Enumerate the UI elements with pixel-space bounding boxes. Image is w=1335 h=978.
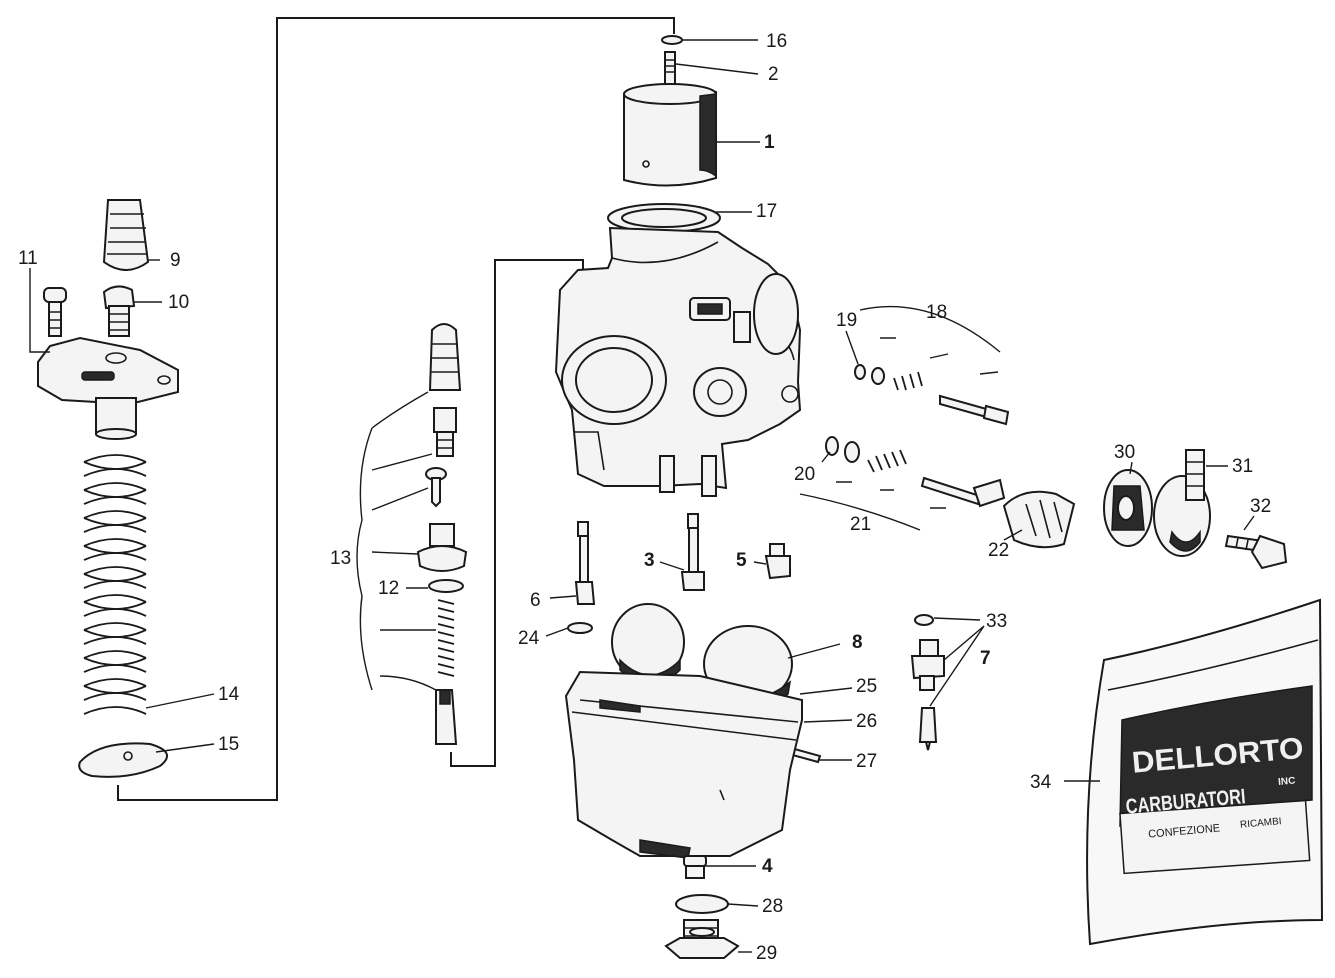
callout-22: 22 [988,540,1009,561]
washer-24 [567,622,593,634]
choke-screw [425,467,447,508]
idle-screw [920,476,1006,508]
cable-adjuster-9 [102,199,150,271]
callout-34: 34 [1030,772,1052,793]
bag-badge-text: INC [1278,776,1296,788]
float-bowl [564,670,803,859]
drain-screw-4 [683,855,707,879]
choke-cable-cap [428,323,462,391]
callout-21: 21 [850,514,871,535]
choke-adjuster [433,407,457,457]
air-screw [939,394,1010,426]
washer-21 [844,441,860,463]
needle-jet-6 [574,521,596,605]
callout-13: 13 [330,548,351,569]
callout-10: 10 [168,292,189,313]
callout-12: 12 [378,578,399,599]
needle-clip-16 [661,35,683,45]
callout-6: 6 [530,590,541,611]
pilot-jet-5 [764,543,791,580]
callout-7: 7 [980,648,991,669]
callout-27: 27 [856,751,877,772]
screw-11 [43,287,67,337]
connector-bracket-center [450,259,584,767]
o-ring-19 [854,364,866,380]
carburetor-body [554,203,802,497]
choke-housing [416,523,468,572]
callout-4: 4 [762,856,773,877]
callout-1: 1 [764,132,775,153]
callout-labels: 16 2 1 17 9 10 11 14 15 13 12 3 5 6 24 8… [18,31,1271,964]
bracket-13 [356,427,373,691]
throttle-slide-1 [623,83,717,187]
callout-17: 17 [756,201,777,222]
callout-33: 33 [986,611,1007,632]
callout-28: 28 [762,896,783,917]
o-ring-12 [428,579,464,593]
main-jet-3 [680,513,705,591]
callout-9: 9 [170,250,181,271]
callout-2: 2 [768,64,779,85]
slide-spring-14 [83,454,147,715]
callout-29: 29 [756,943,777,964]
leader-lines [29,39,1255,953]
gasket-28 [675,894,729,914]
float-needle-7 [918,707,938,751]
o-ring-20 [825,436,839,456]
top-cover-plate [37,336,179,440]
callout-30: 30 [1114,442,1135,463]
callout-15: 15 [218,734,239,755]
banjo-fitting-31 [1153,449,1211,557]
callout-11: 11 [18,248,38,269]
filter-disc-30 [1103,469,1153,547]
callout-16: 16 [766,31,787,52]
callout-19: 19 [836,310,857,331]
leaders-18 [880,337,999,375]
callout-20: 20 [794,464,815,485]
banjo-bolt-32 [1224,534,1288,570]
leaders-21 [836,481,946,509]
bracket-21 [799,493,921,531]
choke-plunger [435,689,458,745]
callout-18: 18 [926,302,947,323]
spring-seat-plate-15 [78,742,169,778]
connector-bracket-left [117,17,675,801]
leaders-13 [371,391,437,691]
washer-33 [914,614,934,626]
callout-25: 25 [856,676,877,697]
callout-24: 24 [518,628,540,649]
parts-bag-34 [1086,598,1324,946]
bracket-18 [859,305,1001,353]
callout-32: 32 [1250,496,1271,517]
adjuster-nut-10 [102,285,136,337]
choke-spring [437,599,455,677]
callout-5: 5 [736,550,747,571]
air-screw-spring [893,371,923,391]
washer-18 [871,367,885,385]
bag-line3-text: RICAMBI [1240,816,1282,831]
callout-26: 26 [856,711,877,732]
choke-knob-22 [1002,490,1076,549]
callout-14: 14 [218,684,240,705]
callout-31: 31 [1232,456,1253,477]
bowl-plug-29 [664,919,740,959]
callout-3: 3 [644,550,655,571]
idle-screw-spring [867,449,907,473]
callout-8: 8 [852,632,863,653]
needle-valve-seat-7 [910,639,945,691]
